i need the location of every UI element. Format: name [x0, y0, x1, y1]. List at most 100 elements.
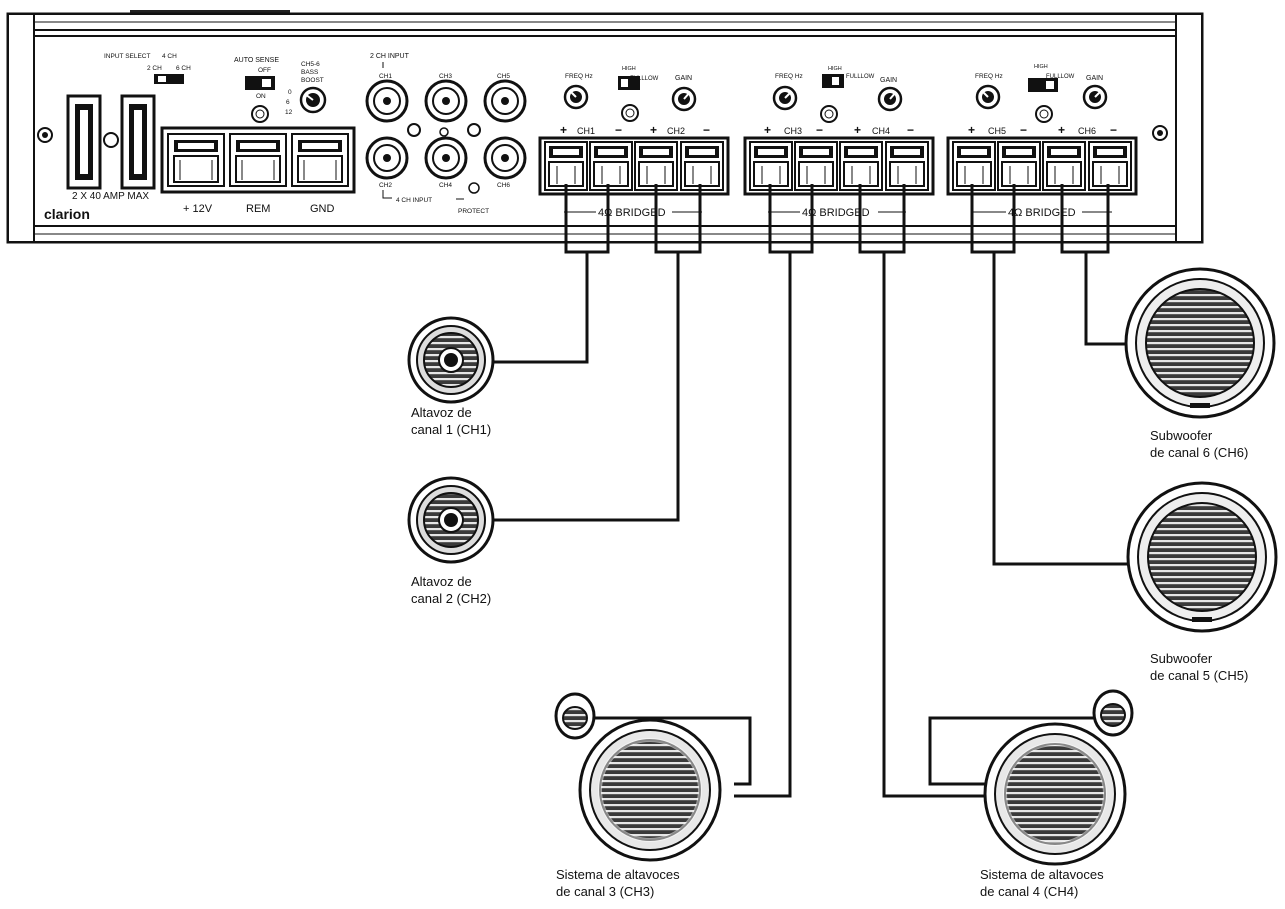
terminal-ch1-plus[interactable] — [544, 141, 588, 191]
power-terminal-block — [160, 126, 356, 194]
rca-input-ch5[interactable] — [483, 79, 527, 123]
bridged-label-3: 4Ω BRIDGED — [1008, 207, 1076, 219]
svg-text:−: − — [703, 123, 710, 137]
caption-ch4-line1: Sistema de altavoces — [980, 867, 1104, 882]
terminal-ch3-plus[interactable] — [749, 141, 793, 191]
rca-input-ch3[interactable] — [424, 79, 468, 123]
wire-ch1 — [492, 184, 610, 364]
terminal-ch4-plus[interactable] — [839, 141, 883, 191]
svg-text:+: + — [560, 123, 567, 137]
terminal-ch2-minus[interactable] — [680, 141, 724, 191]
fuse-label: 2 X 40 AMP MAX — [72, 191, 149, 202]
gain-knob-1[interactable] — [671, 86, 697, 112]
boost-12: 12 — [285, 109, 293, 116]
terminal-ch2-plus[interactable] — [634, 141, 678, 191]
rca-label-ch6: CH6 — [497, 182, 510, 189]
gain-label-3: GAIN — [1086, 75, 1103, 82]
rca-input-ch6[interactable] — [483, 136, 527, 180]
high-label-3: HIGH — [1034, 64, 1048, 70]
caption-ch1-line2: canal 1 (CH1) — [411, 422, 492, 437]
wiring — [492, 184, 1134, 798]
svg-text:−: − — [907, 123, 914, 137]
rca-input-ch1[interactable] — [365, 79, 409, 123]
bass-boost-label-3: BOOST — [301, 77, 324, 84]
caption-ch3: Sistema de altavoces de canal 3 (CH3) — [556, 866, 680, 900]
protect-led — [468, 182, 480, 194]
rca-input-ch2[interactable] — [365, 136, 409, 180]
caption-ch2-line2: canal 2 (CH2) — [411, 591, 492, 606]
input-4ch-label: 4 CH INPUT — [396, 197, 432, 204]
caption-ch5-line1: Subwoofer — [1150, 651, 1213, 666]
terminal-label-rem: REM — [246, 203, 270, 215]
terminal-label-gnd: GND — [310, 203, 335, 215]
svg-text:−: − — [816, 123, 823, 137]
fuse-holders — [66, 94, 156, 190]
rca-label-ch1: CH1 — [379, 73, 392, 80]
caption-ch5-line2: de canal 5 (CH5) — [1150, 668, 1249, 683]
input-select-switch[interactable] — [154, 74, 184, 84]
caption-ch1-line1: Altavoz de — [411, 405, 472, 420]
wire-ch2 — [492, 184, 702, 522]
svg-text:+: + — [854, 123, 861, 137]
input-select-2ch: 2 CH — [147, 65, 162, 72]
wire-tweeter-ch4 — [928, 716, 1100, 786]
rca-label-ch4: CH4 — [439, 182, 452, 189]
speaker-ch3-tweeter — [554, 692, 596, 740]
rca-input-ch4[interactable] — [424, 136, 468, 180]
gain-knob-3[interactable] — [1082, 84, 1108, 110]
terminal-ch5-minus[interactable] — [997, 141, 1041, 191]
caption-ch4-line2: de canal 4 (CH4) — [980, 884, 1079, 899]
auto-sense-off: OFF — [258, 67, 271, 74]
high-label-1: HIGH — [622, 66, 636, 72]
svg-text:−: − — [1110, 123, 1117, 137]
caption-ch3-line2: de canal 3 (CH3) — [556, 884, 655, 899]
caption-ch3-line1: Sistema de altavoces — [556, 867, 680, 882]
svg-text:−: − — [1020, 123, 1027, 137]
freq-label-1: FREQ Hz — [565, 73, 593, 80]
subwoofer-ch5 — [1126, 481, 1278, 633]
svg-text:+: + — [650, 123, 657, 137]
terminal-ch5-plus[interactable] — [952, 141, 996, 191]
wire-ch3 — [734, 184, 814, 798]
caption-ch2-line1: Altavoz de — [411, 574, 472, 589]
boost-0: 0 — [288, 89, 292, 96]
svg-text:+: + — [764, 123, 771, 137]
svg-text:+: + — [1058, 123, 1065, 137]
input-select-label: INPUT SELECT — [104, 53, 151, 60]
input-select-6ch: 6 CH — [176, 65, 191, 72]
freq-knob-1[interactable] — [563, 84, 589, 110]
rca-label-ch3: CH3 — [439, 73, 452, 80]
bass-boost-knob[interactable] — [299, 86, 327, 114]
caption-ch6-line1: Subwoofer — [1150, 428, 1213, 443]
terminal-ch6-plus[interactable] — [1042, 141, 1086, 191]
gain-knob-2[interactable] — [877, 86, 903, 112]
terminal-ch6-minus[interactable] — [1088, 141, 1132, 191]
wire-tweeter-ch3 — [592, 716, 752, 786]
terminal-12v[interactable] — [167, 133, 225, 187]
caption-ch1: Altavoz de canal 1 (CH1) — [411, 404, 491, 438]
gain-label-2: GAIN — [880, 77, 897, 84]
caption-ch2: Altavoz de canal 2 (CH2) — [411, 573, 491, 607]
bass-boost-label-1: CH5-6 — [301, 61, 320, 68]
terminal-rem[interactable] — [229, 133, 287, 187]
svg-text:−: − — [615, 123, 622, 137]
bass-boost-label-2: BASS — [301, 69, 319, 76]
terminal-ch3-minus[interactable] — [794, 141, 838, 191]
freq-knob-2[interactable] — [772, 85, 798, 111]
speaker-terminal-block-1 — [538, 136, 730, 196]
ch4-label: CH4 — [872, 126, 890, 136]
terminal-label-12v: + 12V — [183, 203, 213, 215]
caption-ch5: Subwoofer de canal 5 (CH5) — [1150, 650, 1248, 684]
terminal-ch4-minus[interactable] — [885, 141, 929, 191]
terminal-ch1-minus[interactable] — [589, 141, 633, 191]
speaker-ch1 — [407, 316, 495, 404]
auto-sense-on: ON — [256, 93, 266, 100]
terminal-gnd[interactable] — [291, 133, 349, 187]
wire-ch5 — [970, 184, 1134, 566]
freq-knob-3[interactable] — [975, 84, 1001, 110]
high-label-2: HIGH — [828, 66, 842, 72]
caption-ch4: Sistema de altavoces de canal 4 (CH4) — [980, 866, 1104, 900]
bridged-label-2: 4Ω BRIDGED — [802, 207, 870, 219]
ch5-label: CH5 — [988, 126, 1006, 136]
